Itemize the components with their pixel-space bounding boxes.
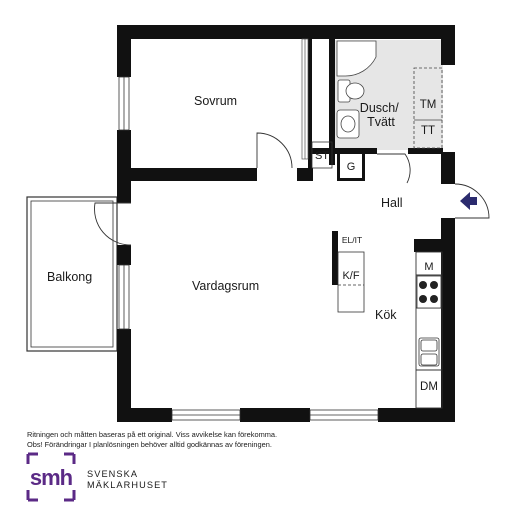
balcony <box>26 196 118 352</box>
room-label-bedroom: Sovrum <box>194 94 237 108</box>
room-label-bathroom: Dusch/ Tvätt <box>360 101 402 129</box>
brand-name: SVENSKA MÄKLARHUSET <box>87 469 168 491</box>
fixture-label-wardrobe: G <box>347 161 356 173</box>
brand-logo: smh SVENSKA MÄKLARHUSET <box>26 452 326 508</box>
stove <box>416 275 442 309</box>
fixture-label-storage: ST <box>315 150 329 162</box>
brand-name-line-2: MÄKLARHUSET <box>87 480 169 490</box>
disclaimer-line-2: Obs! Förändringar I planlösningen behöve… <box>27 440 272 449</box>
fixture-label-fridge: K/F <box>342 270 359 282</box>
windows <box>118 76 379 421</box>
fridge-freezer <box>337 251 365 313</box>
fixture-label-electrical: EL/IT <box>342 235 362 245</box>
bathroom-label-line2: Tvätt <box>367 115 395 129</box>
logo-mark-text: smh <box>30 465 73 490</box>
bedroom-wardrobe <box>301 38 309 160</box>
smh-logo-mark: smh <box>26 452 76 502</box>
disclaimer-line-1: Ritningen och måtten baseras på ett orig… <box>27 430 278 439</box>
doors <box>94 132 490 246</box>
bathroom-fixtures <box>336 40 377 139</box>
fixture-label-washer: TM <box>420 99 437 111</box>
room-label-balcony: Balkong <box>47 270 92 284</box>
fixture-label-microwave: M <box>424 261 433 273</box>
room-label-hall: Hall <box>381 196 403 210</box>
kitchen-sink <box>418 337 440 367</box>
storage-closet <box>311 141 333 169</box>
fixture-label-dishwasher: DM <box>420 381 438 393</box>
room-label-living-room: Vardagsrum <box>192 279 259 293</box>
washer-dryer-stack <box>413 67 443 149</box>
bathroom-label-line1: Dusch/ <box>360 101 399 115</box>
fixture-label-dryer: TT <box>421 125 435 137</box>
walls <box>117 25 455 422</box>
room-label-kitchen: Kök <box>375 308 397 322</box>
brand-name-line-1: SVENSKA <box>87 469 139 479</box>
entrance-arrow-icon <box>460 192 477 210</box>
disclaimer: Ritningen och måtten baseras på ett orig… <box>27 430 387 450</box>
